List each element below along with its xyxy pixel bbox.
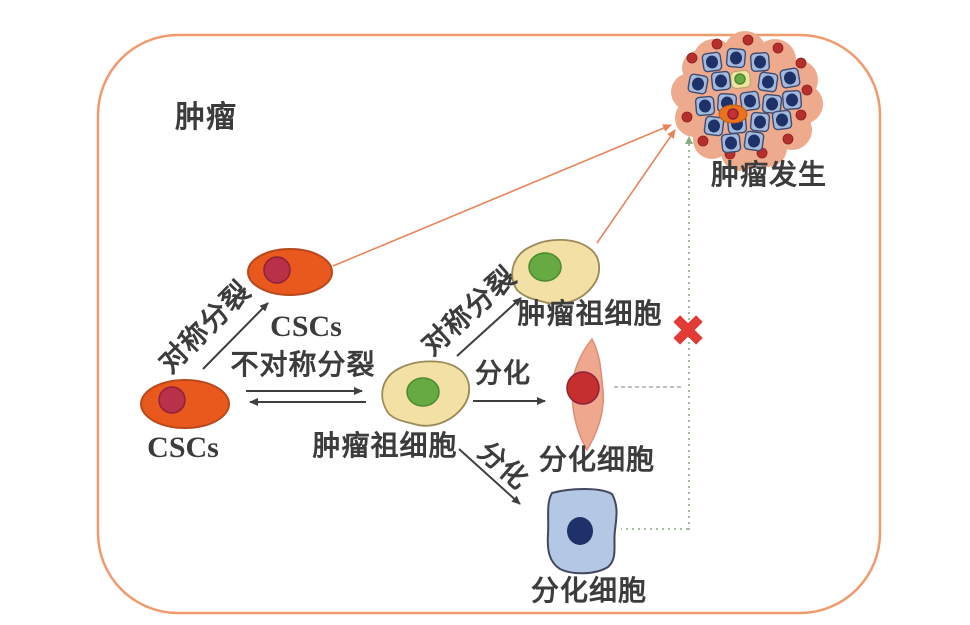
tumor-mass-orange-cell <box>718 104 748 124</box>
progenitor-label-bottom: 肿瘤祖细胞 <box>312 431 458 462</box>
differentiation-arrow-down <box>458 448 521 505</box>
differentiated-label-spindle: 分化细胞 <box>538 445 656 476</box>
progenitor-cell-top <box>511 238 601 305</box>
tumor-mass-blue-cells <box>687 47 803 154</box>
tumor-mass <box>671 31 823 171</box>
cscs-label-left: CSCs <box>147 431 219 464</box>
differentiation-label-mid: 分化 <box>475 358 531 389</box>
tumor-mass-yellow-cell <box>730 69 751 89</box>
differentiated-label-blue: 分化细胞 <box>530 576 648 607</box>
blocked-path-dotted-line <box>614 136 693 530</box>
differentiated-cell-spindle <box>566 337 605 452</box>
asymmetric-division-label: 不对称分裂 <box>230 350 376 381</box>
csc-cell-left <box>140 379 230 429</box>
progenitor-label-top: 肿瘤祖细胞 <box>517 299 663 330</box>
csc-cell-top <box>247 248 333 296</box>
blocked-x-mark: ✖ <box>669 306 707 357</box>
symmetric-division-arrow-right <box>456 297 522 357</box>
tumorigenesis-label: 肿瘤发生 <box>710 160 828 191</box>
tumor-region-label: 肿瘤 <box>175 101 237 134</box>
cscs-label-top: CSCs <box>270 310 342 343</box>
tumor-boundary-frame <box>96 33 882 615</box>
differentiated-cell-blue <box>546 488 618 575</box>
symmetric-division-arrow-left <box>202 302 269 370</box>
progenitor-cell-bottom <box>381 360 471 427</box>
division-arrows <box>202 297 546 505</box>
tumorigenesis-arrows <box>332 124 676 267</box>
